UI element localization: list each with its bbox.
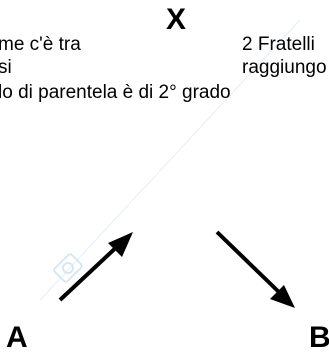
right-text-line-2: raggiungo [242, 57, 327, 78]
right-text-line-1: 2 Fratelli [242, 34, 315, 55]
node-a-label: A [6, 321, 28, 354]
left-text-line-1: me c'è tra [0, 34, 81, 55]
arrow-a-to-x [58, 240, 124, 302]
left-text-line-3: lo di parentela è di 2° grado [0, 82, 231, 103]
arrowhead-a-to-x [108, 232, 133, 257]
node-x-label: X [166, 3, 187, 36]
arrow-x-to-b [215, 230, 285, 298]
node-b-label: B [309, 321, 329, 354]
watermark [39, 19, 301, 301]
left-text-line-2: si [0, 57, 12, 78]
arrowhead-x-to-b [270, 285, 295, 308]
